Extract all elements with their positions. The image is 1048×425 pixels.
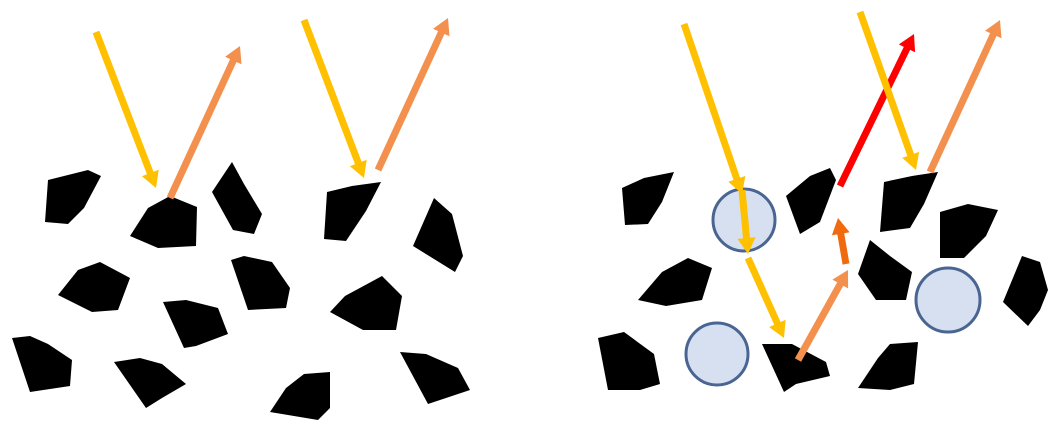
particle bbox=[212, 162, 262, 234]
particle bbox=[622, 172, 674, 225]
reflected-ray-arrow bbox=[374, 18, 450, 172]
scattered-ray-arrow bbox=[794, 270, 849, 362]
right-panel-particles-with-bubbles bbox=[598, 10, 1048, 392]
particle bbox=[114, 358, 186, 408]
particle bbox=[858, 342, 918, 390]
particle bbox=[786, 168, 836, 234]
bubble bbox=[684, 321, 750, 387]
refracted-ray-arrow bbox=[744, 256, 786, 338]
emergent-ray-arrow bbox=[836, 34, 916, 188]
transmitted-ray-arrow bbox=[737, 189, 756, 254]
particle bbox=[762, 344, 830, 392]
particle bbox=[324, 182, 381, 241]
particle bbox=[880, 172, 938, 232]
incident-ray-arrow bbox=[856, 10, 920, 170]
particle bbox=[1003, 256, 1048, 326]
reflected-ray-arrow bbox=[166, 46, 242, 200]
reflected-ray-arrow bbox=[926, 20, 1002, 174]
particle bbox=[638, 258, 712, 306]
particle bbox=[231, 256, 290, 310]
particle bbox=[12, 336, 72, 392]
particle bbox=[400, 352, 470, 404]
particle bbox=[940, 204, 998, 258]
scattered-ray-arrow bbox=[831, 218, 850, 265]
particle bbox=[45, 170, 101, 224]
particle bbox=[58, 262, 130, 312]
incident-ray-arrow bbox=[92, 30, 159, 189]
particle bbox=[598, 332, 660, 390]
incident-ray-arrow bbox=[680, 22, 746, 195]
bubble bbox=[914, 266, 982, 334]
particle bbox=[270, 372, 330, 420]
particle bbox=[858, 240, 912, 300]
particle bbox=[163, 300, 228, 348]
particle bbox=[130, 196, 197, 248]
particle bbox=[330, 276, 402, 330]
left-panel-particles-only bbox=[12, 18, 470, 420]
particle bbox=[413, 198, 463, 272]
incident-ray-arrow bbox=[300, 18, 367, 178]
